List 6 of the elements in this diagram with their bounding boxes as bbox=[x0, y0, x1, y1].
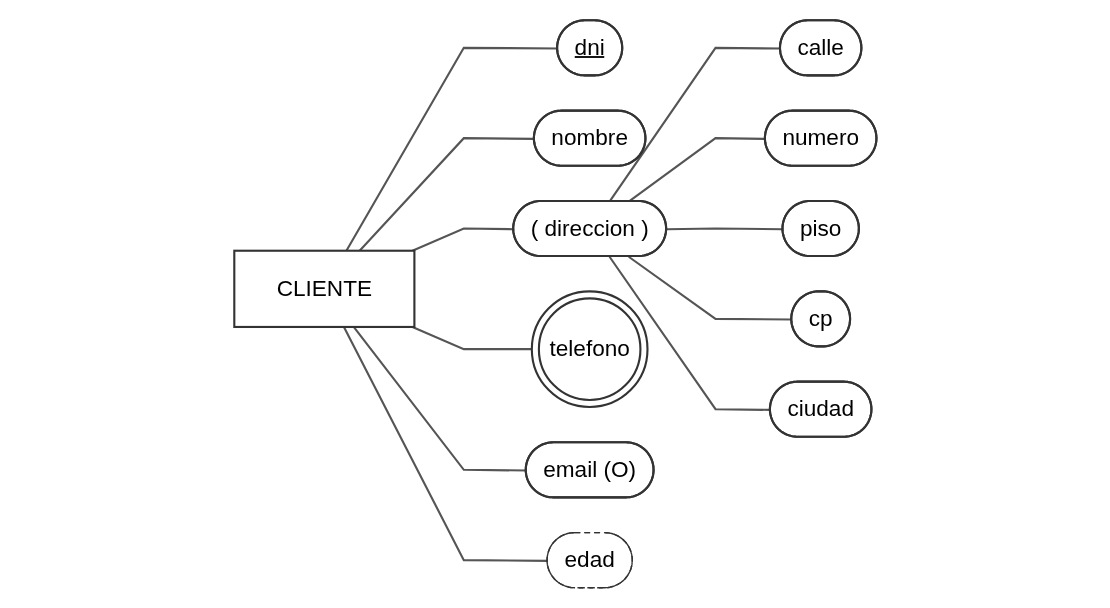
connector bbox=[411, 325, 532, 351]
node-box bbox=[232, 249, 416, 328]
er-diagram: CLIENTE dni nombre ( direccion ) telefono email (O) edad calle numero piso cp ciudad bbox=[222, 9, 888, 599]
node-circle bbox=[530, 290, 649, 409]
connector bbox=[411, 227, 514, 252]
connector bbox=[666, 227, 783, 231]
